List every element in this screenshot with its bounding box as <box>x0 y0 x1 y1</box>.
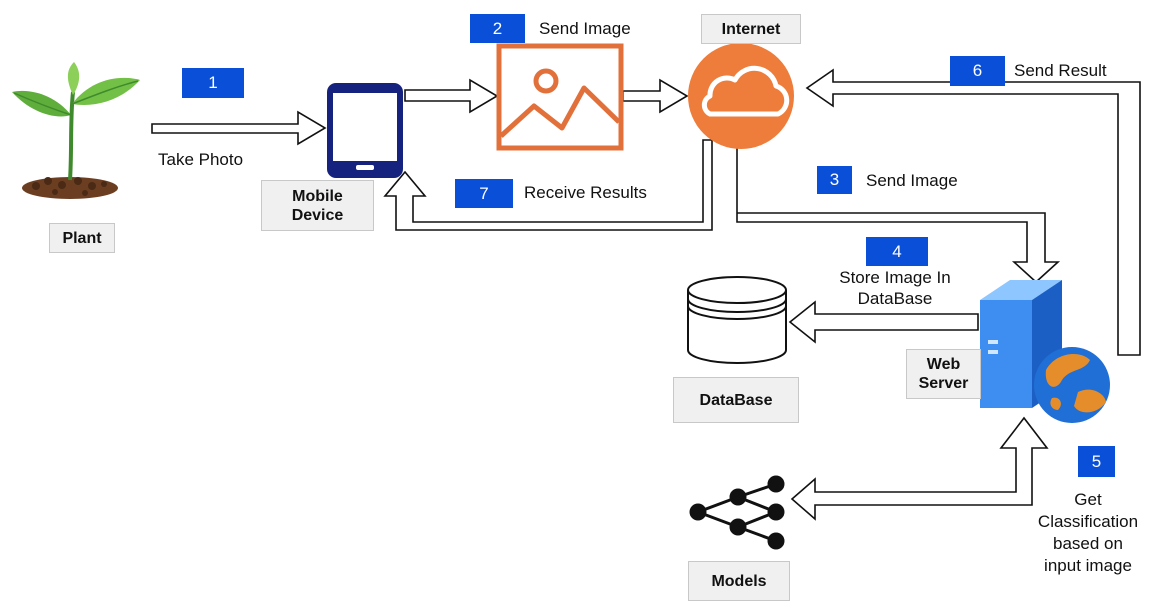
step-5-label-line3: based on <box>1053 534 1123 553</box>
step-5-label-line2: Classification <box>1037 512 1139 531</box>
step-4-label-line2: DataBase <box>857 289 933 308</box>
step-3-label: Send Image <box>866 171 958 190</box>
arrow-image-to-internet <box>622 78 689 114</box>
database-cylinder-icon <box>687 276 787 364</box>
step-5-label-line1: Get <box>1074 490 1102 509</box>
cloud-icon <box>688 43 794 149</box>
web-server-label-line2: Server <box>918 375 969 392</box>
step-4-label-line1: Store Image In <box>839 268 951 287</box>
step-6-label: Send Result <box>1014 61 1107 80</box>
step-2-badge: 2 <box>470 14 525 43</box>
arrow-plant-to-mobile <box>151 110 327 146</box>
models-node-label: Models <box>688 561 790 601</box>
step-5-label-line4: input image <box>1044 556 1132 575</box>
arrow-models-to-server <box>790 416 1049 521</box>
step-1-badge: 1 <box>182 68 244 98</box>
arrow-mobile-to-image <box>404 78 499 114</box>
step-6-badge: 6 <box>950 56 1005 86</box>
web-server-label-line1: Web <box>926 356 961 373</box>
neural-network-icon <box>689 475 785 550</box>
step-3-badge: 3 <box>817 166 852 194</box>
database-node-label: DataBase <box>673 377 799 423</box>
server-globe-icon <box>980 280 1110 423</box>
step-2-label: Send Image <box>539 19 631 38</box>
arrow-server-to-database <box>788 300 979 344</box>
mobile-device-node-label: Mobile Device <box>261 180 374 231</box>
image-icon <box>496 43 624 151</box>
plant-node-label: Plant <box>49 223 115 253</box>
mobile-device-label-line1: Mobile <box>292 187 343 205</box>
step-1-label: Take Photo <box>158 150 244 169</box>
step-7-badge: 7 <box>455 179 513 208</box>
web-server-node-label: Web Server <box>906 349 981 399</box>
step-7-label: Receive Results <box>524 183 647 202</box>
smartphone-icon <box>327 83 403 178</box>
internet-node-label: Internet <box>701 14 801 44</box>
step-4-badge: 4 <box>866 237 928 266</box>
mobile-device-label-line2: Device <box>291 206 344 224</box>
arrow-server-to-internet <box>805 68 1141 356</box>
arrow-internet-to-mobile <box>383 139 713 231</box>
step-5-badge: 5 <box>1078 446 1115 477</box>
plant-icon <box>12 62 140 199</box>
